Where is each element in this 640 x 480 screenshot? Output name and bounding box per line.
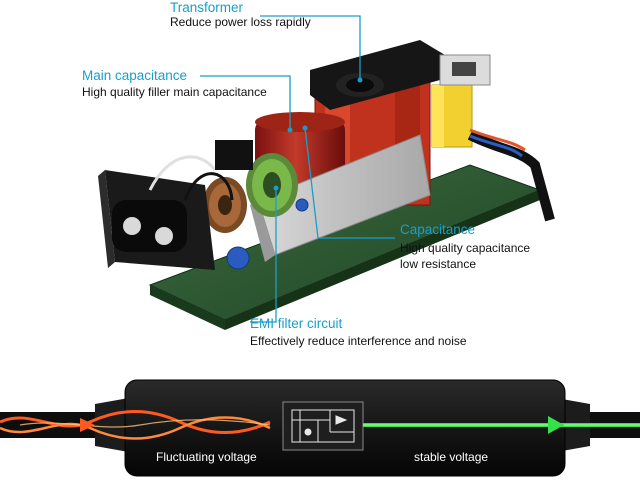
adapter-brick bbox=[0, 376, 640, 480]
emi-filter-leader bbox=[250, 188, 277, 323]
yellow-capacitor bbox=[431, 84, 473, 148]
regulator-circuit bbox=[282, 401, 364, 451]
capacitance-title: Capacitance bbox=[400, 222, 476, 237]
main-capacitance-title: Main capacitance bbox=[82, 68, 188, 83]
fluctuating-wave bbox=[0, 410, 271, 440]
callout-lines bbox=[200, 15, 395, 323]
stable-voltage-label: stable voltage bbox=[414, 450, 489, 464]
metal-shield bbox=[250, 134, 431, 262]
transformer-leader bbox=[260, 15, 361, 78]
capacitance-desc-1: High quality capacitance bbox=[400, 241, 531, 255]
emi-filter-desc: Effectively reduce interference and nois… bbox=[250, 334, 467, 348]
emi-choke bbox=[246, 153, 298, 217]
main-capacitance-desc: High quality filler main capacitance bbox=[82, 85, 267, 99]
fluctuating-voltage-label: Fluctuating voltage bbox=[156, 450, 257, 464]
filter-inductor bbox=[203, 177, 247, 233]
output-connector bbox=[439, 54, 491, 86]
main-capacitance-leader bbox=[200, 75, 291, 128]
capacitance-leader bbox=[304, 127, 395, 239]
transformer-title: Transformer bbox=[170, 0, 244, 15]
blue-capacitor bbox=[226, 246, 250, 270]
output-arrow bbox=[548, 416, 564, 434]
input-arrow bbox=[80, 418, 95, 432]
capacitance-desc-2: low resistance bbox=[400, 257, 477, 271]
emi-filter-title: EMI filter circuit bbox=[250, 316, 343, 331]
power-inlet-socket bbox=[98, 170, 215, 270]
transformer-desc: Reduce power loss rapidly bbox=[170, 15, 311, 29]
